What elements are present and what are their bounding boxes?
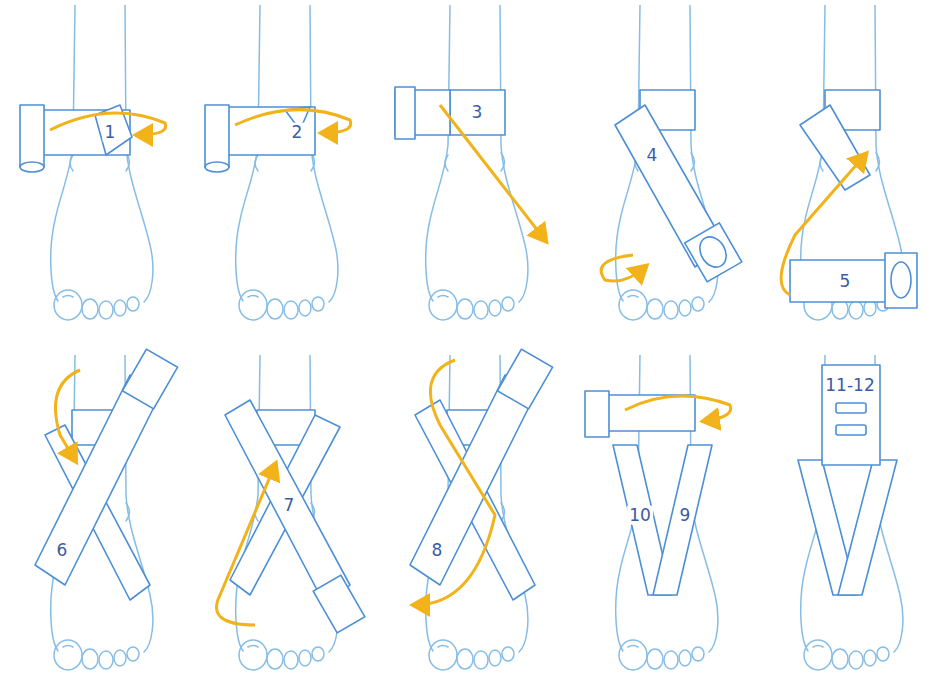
step-number: 4	[645, 146, 660, 165]
step-number: 3	[470, 103, 485, 122]
step-number: 5	[838, 272, 853, 291]
step-number: 7	[282, 496, 297, 515]
step-number: 9	[678, 506, 693, 525]
step-number: 8	[430, 541, 445, 560]
step-number: 11-12	[823, 376, 876, 395]
step-number: 1	[103, 123, 118, 142]
step-number: 2	[290, 123, 305, 142]
step-number: 10	[627, 506, 653, 525]
step-number: 6	[55, 541, 70, 560]
